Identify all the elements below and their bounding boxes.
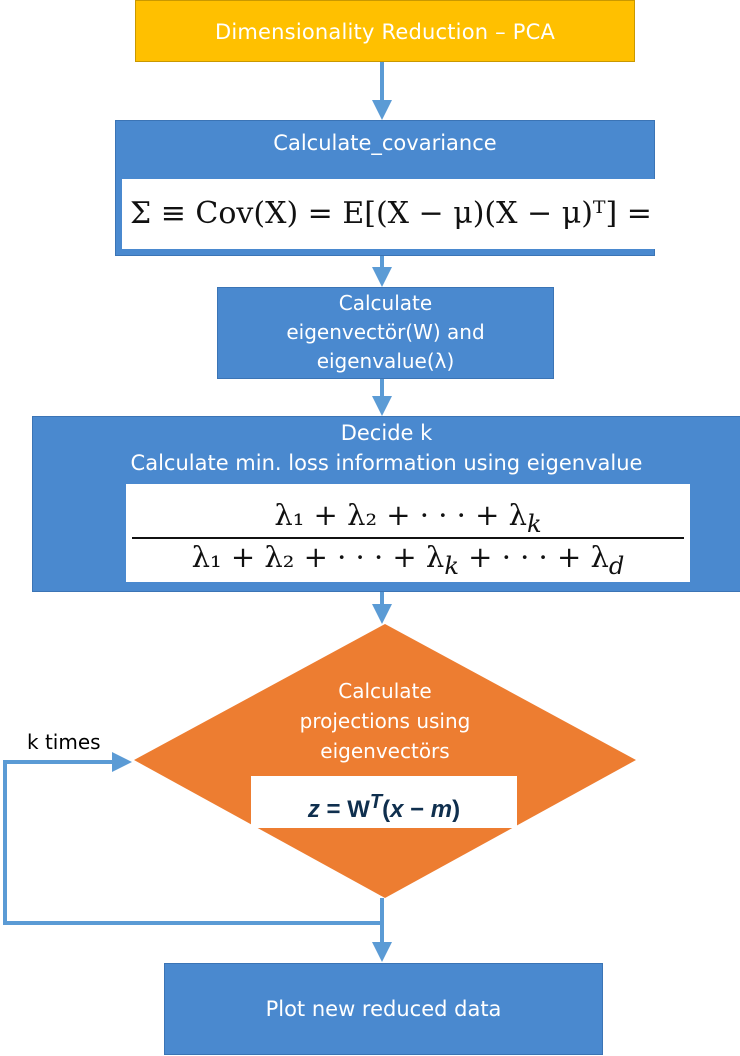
variance-ratio-formula: λ₁ + λ₂ + · · · + λk λ₁ + λ₂ + · · · + λ… <box>126 484 690 582</box>
decide-k-step: Decide k Calculate min. loss information… <box>32 416 740 592</box>
eigen-line-2: eigenvectör(W) and <box>286 320 485 344</box>
formula-open-paren: ( <box>382 796 391 823</box>
numerator-subscript: k <box>527 509 542 538</box>
formula-x: x <box>390 796 404 823</box>
covariance-step: Calculate_covariance Σ ≡ Cov(X) = E[(X −… <box>115 120 660 256</box>
formula-z: z <box>307 796 320 823</box>
title-box: Dimensionality Reduction – PCA <box>135 0 635 62</box>
fraction-numerator: λ₁ + λ₂ + · · · + λk <box>126 498 690 538</box>
eigen-line-1: Calculate <box>338 291 433 315</box>
eigen-line-3: eigenvalue(λ) <box>316 349 455 373</box>
covariance-formula: Σ ≡ Cov(X) = E[(X − μ)(X − μ)ᵀ] = <box>122 179 660 249</box>
denominator-subscript-d: d <box>608 551 625 580</box>
eigen-step: Calculate eigenvectör(W) and eigenvalue(… <box>217 287 554 379</box>
decide-line-1: Decide k <box>340 421 433 445</box>
projection-line-2: projections using <box>299 709 471 733</box>
formula-m: m <box>430 796 453 823</box>
plot-label: Plot new reduced data <box>265 997 502 1021</box>
plot-step: Plot new reduced data <box>164 963 603 1055</box>
numerator-text: λ₁ + λ₂ + · · · + λ <box>274 498 528 532</box>
loop-connector <box>3 752 382 925</box>
projection-diamond <box>134 624 636 898</box>
loop-label: k times <box>27 730 101 754</box>
decide-line-2: Calculate min. loss information using ei… <box>130 451 643 475</box>
formula-transpose: T <box>369 791 383 813</box>
formula-close-paren: ) <box>452 796 461 823</box>
denominator-subscript-k: k <box>444 551 459 580</box>
formula-minus: − <box>403 796 431 823</box>
denominator-text-a: λ₁ + λ₂ + · · · + λ <box>191 540 445 574</box>
title-text: Dimensionality Reduction – PCA <box>214 20 556 44</box>
projection-formula: z = WT(x − m) <box>251 776 517 828</box>
projection-line-1: Calculate <box>338 679 432 703</box>
projection-label: Calculate projections using eigenvectörs <box>235 676 535 766</box>
formula-equals-w: = W <box>319 796 370 823</box>
covariance-label: Calculate_covariance <box>273 131 497 155</box>
decide-heading: Decide k Calculate min. loss information… <box>33 418 740 478</box>
denominator-text-b: + · · · + λ <box>458 540 609 574</box>
projection-line-3: eigenvectörs <box>320 739 450 763</box>
fraction-bar <box>132 537 684 539</box>
fraction-denominator: λ₁ + λ₂ + · · · + λk + · · · + λd <box>126 540 690 580</box>
